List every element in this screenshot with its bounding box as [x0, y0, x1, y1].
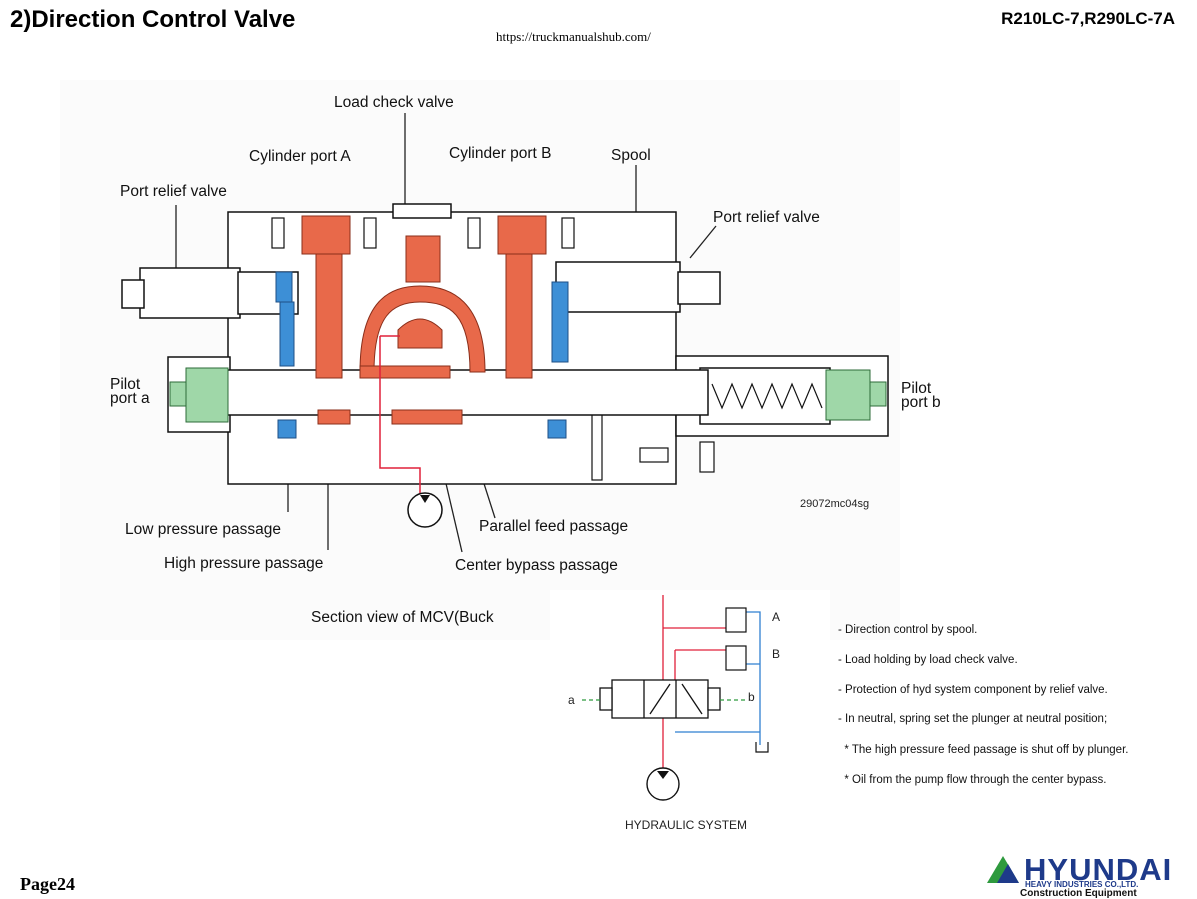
- drawing-code: 29072mc04sg: [800, 498, 870, 510]
- label-spool: Spool: [611, 147, 651, 164]
- label-low-pressure-passage: Low pressure passage: [125, 521, 281, 538]
- hydraulic-pump-icon: [646, 767, 680, 801]
- label-parallel-feed-passage: Parallel feed passage: [479, 518, 629, 535]
- note-item: - Direction control by spool.: [838, 624, 978, 636]
- hydraulic-caption: HYDRAULIC SYSTEM: [625, 818, 748, 832]
- high-pressure-passages: [301, 215, 547, 425]
- page-number: Page24: [20, 874, 75, 894]
- model-number: R210LC-7,R290LC-7A: [1001, 9, 1175, 28]
- label-pilot-port-a: Pilot port a: [110, 376, 150, 407]
- hyd-pilot-a: a: [568, 693, 575, 707]
- note-item: - In neutral, spring set the plunger at …: [838, 713, 1108, 725]
- label-center-bypass-passage: Center bypass passage: [455, 557, 618, 574]
- logo-division: Construction Equipment: [1020, 888, 1137, 899]
- hyd-port-b: B: [772, 647, 781, 661]
- label-load-check-valve: Load check valve: [334, 94, 454, 111]
- note-item: * The high pressure feed passage is shut…: [838, 744, 1129, 756]
- label-port-relief-valve-right: Port relief valve: [713, 209, 820, 226]
- source-url[interactable]: https://truckmanualshub.com/: [496, 29, 651, 44]
- label-port-relief-valve-left: Port relief valve: [120, 183, 227, 200]
- pump-symbol-icon: [407, 492, 443, 528]
- label-cylinder-port-b: Cylinder port B: [449, 145, 552, 162]
- label-cylinder-port-a: Cylinder port A: [249, 148, 351, 165]
- diagram-caption: Section view of MCV(Buck: [311, 609, 494, 626]
- note-item: - Load holding by load check valve.: [838, 654, 1018, 666]
- pilot-chambers: [169, 367, 887, 423]
- logo-text: HYUNDAI: [1024, 852, 1173, 887]
- low-pressure-passages: [275, 271, 569, 439]
- page-title: 2)Direction Control Valve: [10, 6, 296, 33]
- tank-symbol-icon: [755, 742, 769, 753]
- label-high-pressure-passage: High pressure passage: [164, 555, 324, 572]
- logo-subtitle: HEAVY INDUSTRIES CO.,LTD.: [1025, 880, 1139, 889]
- note-item: * Oil from the pump flow through the cen…: [838, 774, 1107, 786]
- hyd-pilot-b: b: [748, 690, 755, 704]
- note-item: - Protection of hyd system component by …: [838, 684, 1108, 696]
- pump-line: [379, 335, 443, 528]
- return-spring: [711, 382, 823, 410]
- spool-symbol: [599, 679, 721, 719]
- label-pilot-port-b: Pilot port b: [901, 380, 941, 411]
- relief-valves: [725, 607, 747, 671]
- hyd-port-a: A: [772, 610, 781, 624]
- bolt-slots: [271, 217, 715, 481]
- spool-bore: [199, 369, 709, 416]
